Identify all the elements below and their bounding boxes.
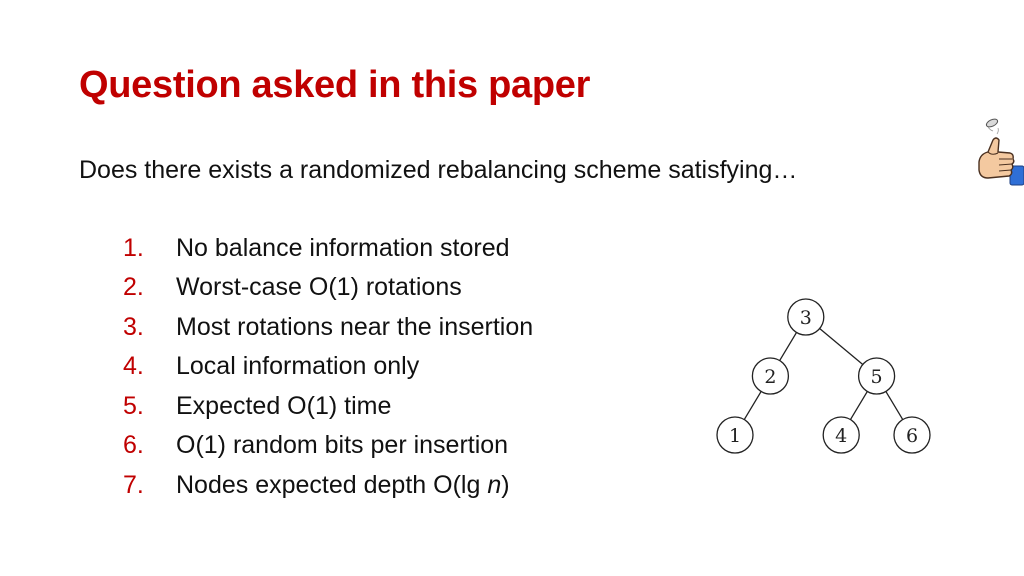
list-item-text-end: ) (501, 471, 510, 499)
list-item-text: Local information only (176, 352, 420, 380)
tree-node-circle (893, 416, 931, 454)
list-item-number: 2. (123, 273, 144, 301)
list-item-number: 3. (123, 313, 144, 341)
slide-title: Question asked in this paper (79, 64, 591, 106)
thumbs-up-coin-flip-icon (978, 118, 1024, 186)
tree-node-circle (787, 298, 825, 336)
list-item-text: No balance information stored (176, 234, 510, 262)
tree-node-label: 3 (800, 307, 812, 329)
list-item-text-variable: n (487, 471, 502, 499)
tree-edge (819, 328, 864, 365)
tree-node-label: 4 (835, 425, 847, 447)
tree-node-label: 1 (729, 425, 741, 447)
tree-edge (743, 391, 762, 420)
list-item-text-main: Nodes expected depth O(lg (176, 471, 488, 499)
list-item-text: Most rotations near the insertion (176, 313, 534, 341)
list-item-text: O(1) random bits per insertion (176, 431, 509, 459)
tree-edge (885, 391, 904, 420)
list-item-number: 4. (123, 352, 144, 380)
list-item-text: Nodes expected depth O(lg n) (176, 468, 510, 502)
tree-node-label: 2 (764, 366, 776, 388)
binary-tree-diagram: 3 2 5 1 4 6 (716, 298, 931, 454)
tree-node-label: 6 (906, 425, 918, 447)
list-item-number: 5. (123, 392, 144, 420)
list-item-text: Expected O(1) time (176, 392, 392, 420)
tree-node-circle (822, 416, 860, 454)
tree-node-label: 5 (871, 366, 883, 388)
list-item-text: Worst-case O(1) rotations (176, 273, 462, 301)
tree-node-circle (716, 416, 754, 454)
tree-node-circle (751, 357, 790, 395)
tree-edge (779, 332, 798, 361)
tree-node-circle (857, 357, 896, 395)
list-item-number: 1. (123, 234, 144, 262)
slide-subtitle: Does there exists a randomized rebalanci… (79, 156, 798, 184)
tree-edge (849, 391, 868, 420)
list-item-number: 7. (123, 471, 144, 499)
list-item-number: 6. (123, 431, 144, 459)
